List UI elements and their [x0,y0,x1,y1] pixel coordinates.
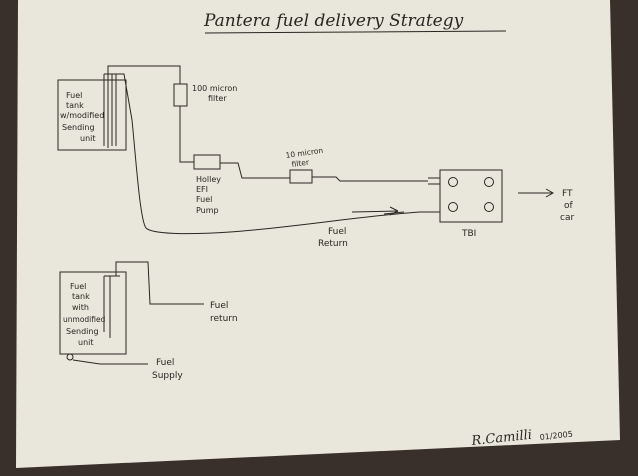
pump-label: Holley EFI Fuel Pump [196,175,221,215]
fuel-tank-bottom [59,271,127,355]
svg-text:Fuel: Fuel [210,301,228,311]
svg-text:return: return [210,314,238,324]
tank-bottom-sending-pipes [103,275,120,338]
svg-text:100 micron: 100 micron [192,84,237,93]
tank-drain-fitting [66,353,74,361]
to-car-label: FT of car [560,189,574,223]
svg-text:FT: FT [562,189,573,199]
supply-bottom-label: Fuel Supply [152,358,183,381]
title-underline [204,30,507,34]
svg-text:Fuel: Fuel [196,195,212,204]
tbi-port [484,202,494,212]
svg-text:01/2005: 01/2005 [539,430,573,442]
return-bottom-label: Fuel return [210,301,238,324]
return-arrow-shaft [383,211,405,215]
svg-text:R.Camilli: R.Camilli [470,428,533,449]
svg-text:w/modified: w/modified [60,111,104,120]
filter-100-label: 100 micron filter [192,84,237,103]
svg-text:with: with [72,303,89,312]
svg-text:of: of [564,201,574,211]
tbi-unit [439,169,503,223]
svg-text:filter: filter [291,158,310,169]
signature: R.Camilli 01/2005 [470,428,573,449]
tbi-port [484,177,494,187]
svg-text:tank: tank [72,292,90,301]
tbi-label: TBI [461,229,476,239]
svg-text:unit: unit [78,338,94,347]
fuel-tank-top-label: Fuel tank w/modified Sending unit [60,91,104,143]
return-top-label: Fuel Return [318,227,348,249]
fuel-tank-bottom-label: Fuel tank with unmodified Sending unit [63,282,106,347]
line-filter10-to-tbi [312,176,440,185]
holley-efi-pump [193,154,221,170]
svg-text:EFI: EFI [196,185,208,194]
line-pump-to-filter10 [220,162,290,179]
svg-text:Sending: Sending [62,123,95,132]
svg-text:Fuel: Fuel [70,282,86,291]
arrow-to-car [518,188,555,198]
svg-text:Fuel: Fuel [156,358,174,368]
diagram-title: Pantera fuel delivery Strategy [203,11,464,31]
svg-text:Fuel: Fuel [328,227,346,237]
svg-text:Fuel: Fuel [66,91,82,100]
svg-text:Sending: Sending [66,327,99,336]
svg-text:unmodified: unmodified [63,315,106,324]
svg-text:Return: Return [318,239,348,249]
svg-text:Pump: Pump [196,206,219,215]
line-filter-to-pump [179,106,194,163]
svg-text:unit: unit [80,134,96,143]
supply-line-to-filter [107,65,181,84]
fuel-return-line-top [115,73,440,235]
fuel-return-line-bottom [115,261,204,305]
fuel-supply-line-bottom [72,359,148,365]
tbi-port [448,202,458,212]
paper-sheet [16,0,620,468]
svg-text:tank: tank [66,101,84,110]
tbi-port [448,177,458,187]
svg-text:filter: filter [208,94,227,103]
svg-text:Holley: Holley [196,175,221,184]
svg-text:Supply: Supply [152,371,183,381]
tank-top-pickup-pipes [103,70,120,148]
fuel-tank-top [57,79,127,151]
svg-text:car: car [560,213,574,223]
